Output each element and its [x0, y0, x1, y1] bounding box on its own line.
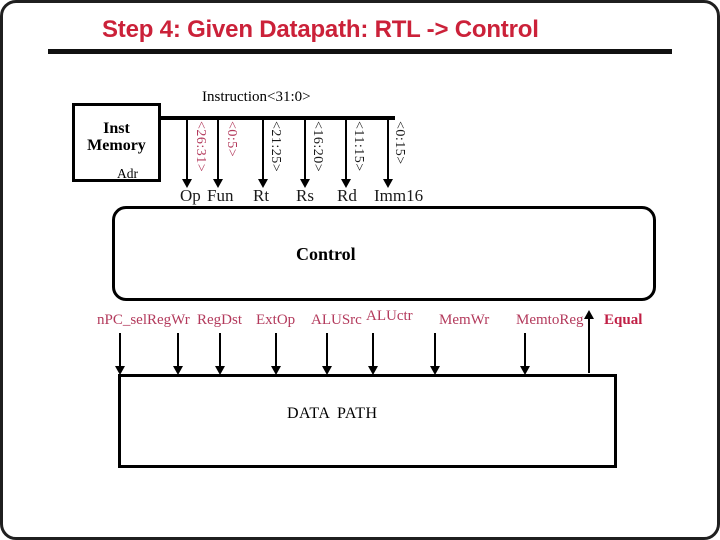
- signal-label-regdst: RegDst: [197, 312, 242, 328]
- equal-signal-label: Equal: [604, 312, 643, 328]
- alusrc-arrow: [322, 333, 332, 375]
- datapath-block: [118, 374, 617, 468]
- signal-label-regwr: RegWr: [147, 312, 190, 328]
- bit-range-26-31: <26:31>: [193, 121, 208, 173]
- field-label-rs: Rs: [296, 186, 314, 205]
- regdst-arrow: [215, 333, 225, 375]
- field-label-op: Op: [180, 186, 201, 205]
- aluctr-arrow: [368, 333, 378, 375]
- rd-field-arrow: [341, 119, 351, 188]
- bit-range-0-15: <0:15>: [392, 121, 407, 165]
- bit-range-16-20: <16:20>: [310, 121, 325, 173]
- signal-label-extop: ExtOp: [256, 312, 296, 328]
- control-block: [112, 206, 656, 301]
- bit-range-21-25: <21:25>: [268, 121, 283, 173]
- datapath-block-label: DATA PATH: [287, 405, 378, 422]
- signal-label-aluctr: ALUctr: [366, 308, 413, 324]
- control-block-label: Control: [296, 244, 356, 264]
- inst-memory-label-line1: Inst: [103, 120, 130, 137]
- bit-range-0-5: <0:5>: [224, 121, 239, 158]
- regwr-arrow: [173, 333, 183, 375]
- memtoreg-arrow: [520, 333, 530, 375]
- rs-field-arrow: [300, 119, 310, 188]
- signal-label-memtoreg: MemtoReg: [516, 312, 584, 328]
- instruction-bus-label: Instruction<31:0>: [202, 89, 311, 105]
- fun-field-arrow: [213, 119, 223, 188]
- inst-memory-block: Inst Memory Adr: [72, 103, 161, 182]
- field-label-rt: Rt: [253, 186, 270, 205]
- signal-label-npc-sel: nPC_sel: [97, 312, 148, 328]
- equal-feedback-arrow: [584, 310, 594, 373]
- imm16-field-arrow: [383, 119, 393, 188]
- op-field-arrow: [182, 119, 192, 188]
- rt-field-arrow: [258, 119, 268, 188]
- npc-sel-arrow: [115, 333, 125, 375]
- memwr-arrow: [430, 333, 440, 375]
- title-rule: [48, 49, 672, 54]
- field-label-imm16: Imm16: [374, 186, 424, 205]
- bit-range-11-15: <11:15>: [351, 121, 366, 172]
- signal-label-memwr: MemWr: [439, 312, 490, 328]
- signal-label-alusrc: ALUSrc: [311, 312, 362, 328]
- extop-arrow: [271, 333, 281, 375]
- field-label-rd: Rd: [337, 186, 357, 205]
- instruction-bus-line: [158, 116, 395, 120]
- field-label-fun: Fun: [207, 186, 234, 205]
- slide-title: Step 4: Given Datapath: RTL -> Control: [102, 16, 539, 43]
- adr-port-label: Adr: [117, 166, 138, 181]
- inst-memory-label-line2: Memory: [87, 137, 146, 154]
